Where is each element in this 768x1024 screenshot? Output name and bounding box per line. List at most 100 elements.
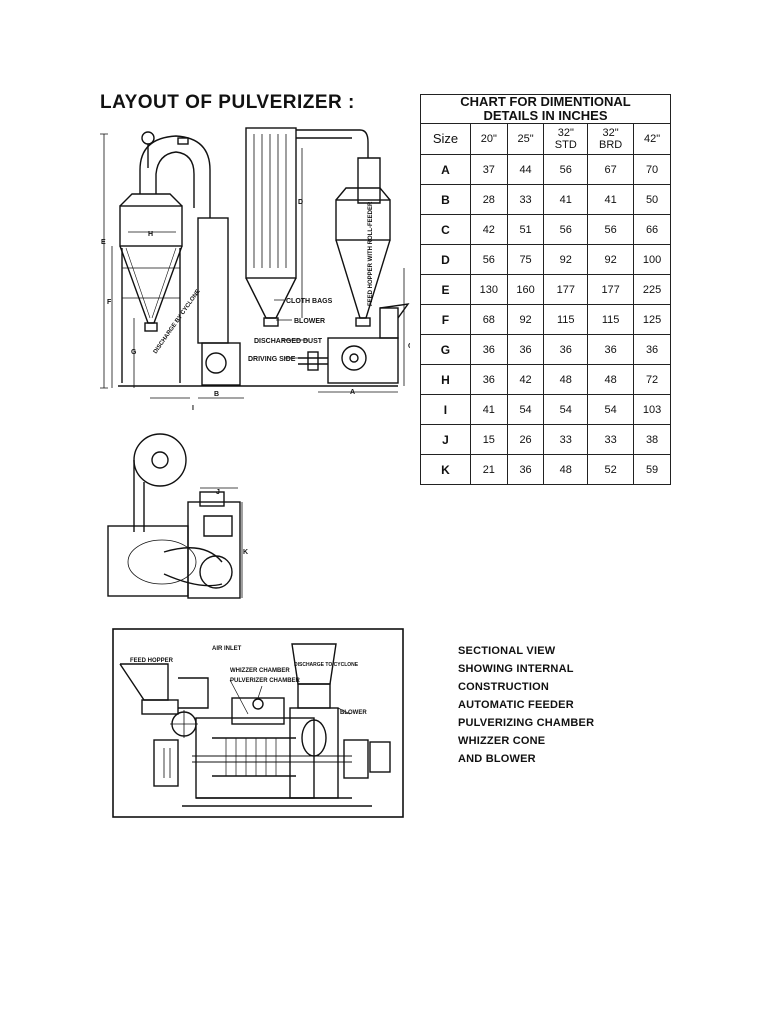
row-label: E [420, 274, 471, 305]
row-label: G [420, 334, 471, 365]
chart-title-line1: CHART FOR DIMENTIONAL [460, 94, 631, 109]
feed-hopper-sectional-label: FEED HOPPER [130, 658, 174, 664]
chart-cell: 160 [506, 274, 545, 305]
caption-line: WHIZZER CONE [458, 735, 546, 747]
chart-cell: 48 [543, 364, 589, 395]
chart-cell: 56 [543, 154, 589, 185]
feed-hopper-label: FEED HOPPER WITH ROLL-FEEDER [368, 201, 374, 306]
chart-cell: 92 [506, 304, 545, 335]
chart-cell: 28 [469, 184, 508, 215]
chart-cell: 36 [506, 454, 545, 485]
chart-cell: 115 [543, 304, 589, 335]
chart-cell: 41 [587, 184, 635, 215]
sectional-caption: SECTIONAL VIEW SHOWING INTERNAL CONSTRUC… [458, 642, 594, 768]
chart-cell: 59 [633, 454, 671, 485]
dim-letter-c: C [408, 343, 410, 350]
chart-cell: 36 [469, 364, 508, 395]
air-inlet-label: AIR INLET [212, 646, 242, 652]
chart-cell: 125 [633, 304, 671, 335]
chart-cell: 33 [543, 424, 589, 455]
pulverizer-layout-drawing: CLOTH BAGS BLOWER DISCHARGED DUST DRIVIN… [98, 118, 410, 418]
dim-letter-k: K [243, 549, 248, 556]
column-header-42: 42" [633, 123, 671, 155]
chart-cell: 177 [543, 274, 589, 305]
chart-cell: 36 [633, 334, 671, 365]
column-header-20: 20" [469, 123, 508, 155]
dim-letter-j: J [216, 489, 220, 496]
chart-cell: 36 [506, 334, 545, 365]
discharge-by-cyclone-label: DISCHARGE BY CYCLONE [153, 289, 202, 355]
chart-cell: 15 [469, 424, 508, 455]
chart-cell: 41 [543, 184, 589, 215]
dimension-chart-table: CHART FOR DIMENTIONAL DETAILS IN INCHES … [420, 94, 671, 485]
chart-cell: 33 [506, 184, 545, 215]
chart-cell: 75 [506, 244, 545, 275]
plan-view-drawing: J K [104, 432, 248, 602]
chart-cell: 66 [633, 214, 671, 245]
pulverizer-chamber-label: PULVERIZER CHAMBER [230, 678, 301, 684]
chart-cell: 36 [543, 334, 589, 365]
chart-cell: 48 [587, 364, 635, 395]
chart-cell: 103 [633, 394, 671, 425]
row-label: K [420, 454, 471, 485]
chart-cell: 225 [633, 274, 671, 305]
caption-line: SHOWING INTERNAL [458, 663, 574, 675]
chart-cell: 56 [543, 214, 589, 245]
chart-title-line2: DETAILS IN INCHES [483, 108, 608, 123]
blower-label: BLOWER [294, 318, 325, 325]
row-label: F [420, 304, 471, 335]
size-column-header: Size [420, 123, 471, 155]
chart-cell: 42 [469, 214, 508, 245]
caption-line: PULVERIZING CHAMBER [458, 717, 595, 729]
caption-line: AND BLOWER [458, 753, 536, 765]
chart-title: CHART FOR DIMENTIONAL DETAILS IN INCHES [420, 94, 671, 124]
chart-cell: 36 [469, 334, 508, 365]
caption-line: SECTIONAL VIEW [458, 645, 556, 657]
chart-cell: 26 [506, 424, 545, 455]
row-label: B [420, 184, 471, 215]
dim-letter-i: I [192, 405, 194, 412]
chart-cell: 92 [543, 244, 589, 275]
chart-cell: 44 [506, 154, 545, 185]
chart-cell: 36 [587, 334, 635, 365]
row-label: H [420, 364, 471, 395]
row-label: A [420, 154, 471, 185]
chart-cell: 56 [469, 244, 508, 275]
caption-line: CONSTRUCTION [458, 681, 550, 693]
whizzer-chamber-label: WHIZZER CHAMBER [230, 668, 290, 674]
blower-sectional-label: BLOWER [340, 710, 367, 716]
cloth-bags-label: CLOTH BAGS [286, 298, 333, 305]
column-header-32-std: 32"STD [543, 123, 589, 155]
column-header-32-brd: 32"BRD [587, 123, 635, 155]
column-header-25: 25" [506, 123, 545, 155]
sectional-view-drawing: FEED HOPPER AIR INLET WHIZZER CHAMBER PU… [112, 628, 404, 818]
row-label: I [420, 394, 471, 425]
chart-cell: 130 [469, 274, 508, 305]
chart-cell: 67 [587, 154, 635, 185]
chart-cell: 51 [506, 214, 545, 245]
discharged-dust-label: DISCHARGED DUST [254, 338, 323, 345]
chart-cell: 177 [587, 274, 635, 305]
chart-cell: 56 [587, 214, 635, 245]
dim-letter-g: G [131, 349, 137, 356]
caption-line: AUTOMATIC FEEDER [458, 699, 574, 711]
chart-cell: 38 [633, 424, 671, 455]
chart-cell: 37 [469, 154, 508, 185]
discharge-to-cyclone-label: DISCHARGE TO CYCLONE [294, 662, 359, 668]
chart-cell: 33 [587, 424, 635, 455]
dim-letter-b: B [214, 391, 219, 398]
driving-side-label: DRIVING SIDE [248, 356, 296, 363]
dim-letter-a: A [350, 389, 355, 396]
row-label: D [420, 244, 471, 275]
chart-cell: 100 [633, 244, 671, 275]
chart-cell: 42 [506, 364, 545, 395]
dim-letter-h: H [148, 231, 153, 238]
